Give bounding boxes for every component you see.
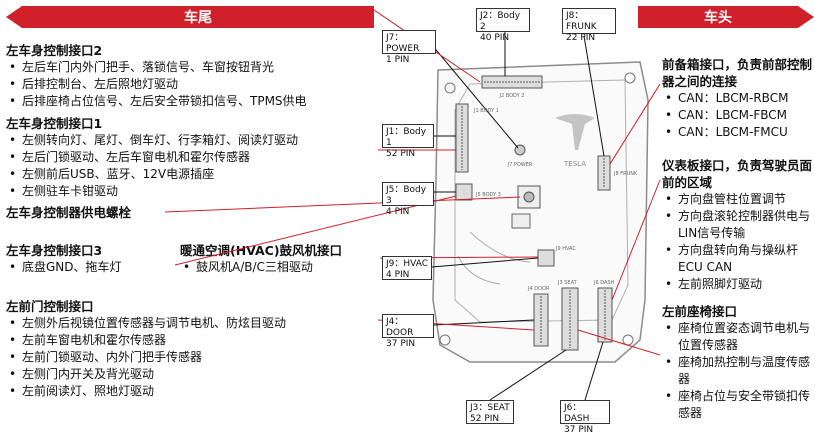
- callout-pins: 52 PIN: [386, 149, 416, 159]
- callout-pins: 1 PIN: [386, 55, 410, 65]
- list-item: 左后门锁驱动、左后车窗电机和霍尔传感器: [6, 149, 378, 166]
- j2-board-label: J2 BODY 2: [499, 93, 525, 99]
- brand-label: TESLA: [563, 160, 586, 168]
- section-title: 左前门控制接口: [6, 299, 94, 314]
- list-item: 方向盘转向角与操纵杆ECU CAN: [662, 242, 812, 276]
- list-item: 方向盘滚轮控制器供电与LIN信号传输: [662, 208, 812, 242]
- tail-arrowhead: [6, 6, 22, 28]
- callout-pins: 40 PIN: [480, 33, 510, 43]
- board-outline: [432, 61, 649, 363]
- callout-name: J6：DASH: [564, 403, 590, 424]
- list-item: 方向盘管柱位置调节: [662, 191, 812, 208]
- leader-j3: [489, 349, 567, 401]
- callout-name: J2：Body 2: [480, 11, 521, 32]
- callout-name: J1：Body 1: [386, 127, 427, 148]
- callout-name: J8：FRUNK: [566, 11, 597, 32]
- section-title: 左车身控制接口1: [6, 116, 103, 131]
- left-body-control-2: 左车身控制接口2 左后车门内外门把手、落锁信号、车窗按钮背光 后排控制台、左后照…: [6, 42, 378, 110]
- callout-pins: 22 PIN: [566, 33, 596, 43]
- list-item: 座椅位置姿态调节电机与位置传感器: [662, 320, 812, 354]
- callout-j2: J2：Body 2 40 PIN: [476, 8, 530, 43]
- mount-hole: [624, 72, 636, 84]
- list-item: 后排控制台、左后照地灯驱动: [6, 76, 378, 93]
- callout-j5: J5：Body 3 4 PIN: [382, 182, 434, 217]
- leader-j9: [431, 257, 539, 268]
- red-line-seat: [577, 329, 661, 356]
- callout-j8: J8：FRUNK 22 PIN: [562, 8, 616, 43]
- leader-j8: [583, 35, 605, 157]
- list-item: 后排座椅占位信号、左后安全带锁扣信号、TPMS供电: [6, 93, 378, 110]
- callout-name: J4：DOOR: [386, 317, 414, 338]
- left-front-door-interface: 左前门控制接口 左侧外后视镜位置传感器与调节电机、防炫目驱动 左前车窗电机和霍尔…: [6, 298, 378, 400]
- list-item: 底盘GND、拖车灯: [6, 259, 176, 276]
- left-body-control-3: 左车身控制接口3 底盘GND、拖车灯: [6, 242, 176, 276]
- callout-j6: J6：DASH 37 PIN: [560, 400, 610, 435]
- head-banner: 车头: [638, 6, 798, 28]
- section-title: 左车身控制接口3: [6, 243, 103, 258]
- left-body-power-bolt: 左车身控制器供电螺栓: [6, 204, 378, 221]
- list-item: 左前门锁驱动、内外门把手传感器: [6, 349, 378, 366]
- j6-board-label: J6 DASH: [593, 280, 615, 286]
- callout-name: J5：Body 3: [386, 185, 427, 206]
- callout-j1: J1：Body 1 52 PIN: [382, 124, 434, 159]
- list-item: 左侧前后USB、蓝牙、12V电源插座: [6, 166, 378, 183]
- callout-j9: J9：HVAC 4 PIN: [382, 256, 432, 280]
- list-item: 座椅占位与安全带锁扣传感器: [662, 388, 812, 422]
- dash-interface: 仪表板接口，负责驾驶员面前的区域 方向盘管柱位置调节 方向盘滚轮控制器供电与LI…: [662, 157, 812, 293]
- section-title: 左前座椅接口: [662, 304, 738, 319]
- red-line-frunk: [609, 83, 661, 165]
- callout-pins: 4 PIN: [386, 207, 410, 217]
- list-item: CAN：LBCM-FMCU: [662, 124, 812, 141]
- callout-name: J7：POWER: [386, 33, 420, 54]
- list-item: 左前照脚灯驱动: [662, 276, 812, 293]
- callout-j4: J4：DOOR 37 PIN: [382, 314, 434, 349]
- red-line-bolt: [164, 196, 521, 213]
- callout-name: J9：HVAC: [386, 259, 429, 269]
- callout-pins: 4 PIN: [386, 270, 410, 280]
- callout-j7: J7：POWER 1 PIN: [382, 30, 436, 65]
- list-item: 左侧转向灯、尾灯、倒车灯、行李箱灯、阅读灯驱动: [6, 132, 378, 149]
- callout-pins: 37 PIN: [386, 339, 416, 349]
- section-title: 仪表板接口，负责驾驶员面前的区域: [662, 158, 813, 190]
- list-item: 左侧驻车卡钳驱动: [6, 183, 378, 200]
- seat-interface: 左前座椅接口 座椅位置姿态调节电机与位置传感器 座椅加热控制与温度传感器 座椅占…: [662, 303, 812, 422]
- list-item: 座椅加热控制与温度传感器: [662, 354, 812, 388]
- j1-board-label: J1 BODY 1: [473, 108, 499, 114]
- j9-board-label: J9 HVAC: [555, 246, 576, 252]
- j4-board-label: J4 DOOR: [527, 286, 550, 292]
- list-item: 左前阅读灯、照地灯驱动: [6, 383, 378, 400]
- list-item: 左侧外后视镜位置传感器与调节电机、防炫目驱动: [6, 315, 378, 332]
- j8-board-label: J8 FRUNK: [613, 171, 638, 177]
- list-item: 左后车门内外门把手、落锁信号、车窗按钮背光: [6, 59, 378, 76]
- tail-banner: 车尾: [22, 6, 374, 28]
- j5-board-label: J5 BODY 3: [475, 192, 501, 198]
- callout-pins: 52 PIN: [470, 414, 500, 424]
- section-title: 左车身控制接口2: [6, 43, 103, 58]
- list-item: 左侧门内开关及背光驱动: [6, 366, 378, 383]
- tesla-logo: [555, 114, 595, 150]
- frunk-interface: 前备箱接口，负责前部控制器之间的连接 CAN：LBCM-RBCM CAN：LBC…: [662, 56, 812, 141]
- list-item: 左前车窗电机和霍尔传感器: [6, 332, 378, 349]
- section-title: 左车身控制器供电螺栓: [6, 205, 132, 220]
- leader-j6: [584, 341, 604, 401]
- head-arrowhead: [798, 6, 814, 28]
- left-body-control-1: 左车身控制接口1 左侧转向灯、尾灯、倒车灯、行李箱灯、阅读灯驱动 左后门锁驱动、…: [6, 115, 378, 200]
- callout-name: J3：SEAT: [470, 403, 510, 413]
- list-item: CAN：LBCM-RBCM: [662, 90, 812, 107]
- section-title: 前备箱接口，负责前部控制器之间的连接: [662, 57, 813, 89]
- j7-board-label: J7 POWER: [507, 162, 533, 168]
- list-item: CAN：LBCM-FBCM: [662, 107, 812, 124]
- mount-hole: [444, 82, 456, 94]
- list-item: 鼓风机A/B/C三相驱动: [180, 259, 380, 276]
- callout-j3: J3：SEAT 52 PIN: [466, 400, 514, 424]
- red-line-body3: [174, 195, 457, 266]
- callout-pins: 37 PIN: [564, 425, 594, 435]
- leader-j7: [431, 44, 519, 149]
- mount-hole: [439, 334, 451, 346]
- red-line-dash: [611, 179, 661, 301]
- j3-board-label: J3 SEAT: [557, 280, 578, 286]
